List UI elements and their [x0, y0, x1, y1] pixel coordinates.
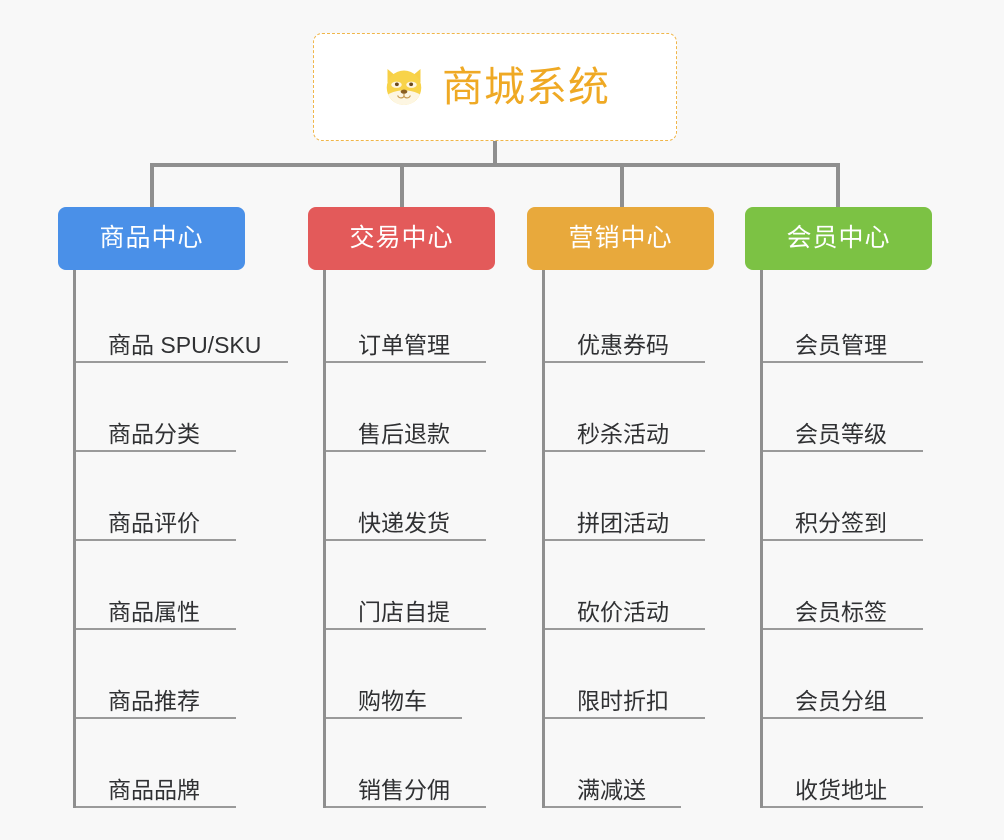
- leaf-item[interactable]: 快递发货: [326, 452, 548, 541]
- branch-column-3: 营销中心 优惠券码 秒杀活动 拼团活动 砍价活动 限时折扣: [527, 207, 767, 808]
- leaf-item[interactable]: 商品品牌: [76, 719, 298, 808]
- leaf-underline: [763, 717, 923, 719]
- branch-column-2: 交易中心 订单管理 售后退款 快递发货 门店自提 购物车: [308, 207, 548, 808]
- connector-drop-3: [620, 163, 624, 207]
- connector-root-stem: [493, 141, 497, 166]
- root-title: 商城系统: [442, 63, 610, 110]
- leaf-underline: [326, 539, 486, 541]
- leaf-label: 商品分类: [108, 421, 200, 447]
- leaf-list-1: 商品 SPU/SKU 商品分类 商品评价 商品属性 商品推荐 商品品牌: [73, 270, 298, 808]
- leaf-underline: [545, 628, 705, 630]
- connector-horizontal-bus: [150, 163, 840, 167]
- leaf-underline: [76, 539, 236, 541]
- leaf-underline: [763, 450, 923, 452]
- leaf-item[interactable]: 收货地址: [763, 719, 985, 808]
- category-box-4[interactable]: 会员中心: [745, 207, 932, 270]
- leaf-item[interactable]: 会员管理: [763, 274, 985, 363]
- leaf-underline: [763, 539, 923, 541]
- leaf-underline: [326, 717, 462, 719]
- leaf-list-3: 优惠券码 秒杀活动 拼团活动 砍价活动 限时折扣 满减送: [542, 270, 767, 808]
- leaf-underline: [76, 361, 288, 363]
- leaf-label: 销售分佣: [358, 777, 450, 803]
- leaf-item[interactable]: 满减送: [545, 719, 767, 808]
- leaf-item[interactable]: 订单管理: [326, 274, 548, 363]
- category-label-2: 交易中心: [349, 224, 454, 252]
- leaf-item[interactable]: 商品属性: [76, 541, 298, 630]
- leaf-label: 拼团活动: [577, 510, 669, 536]
- leaf-label: 优惠券码: [577, 332, 669, 358]
- leaf-underline: [76, 628, 236, 630]
- root-node-mall-system[interactable]: 商城系统: [313, 33, 677, 141]
- leaf-item[interactable]: 商品分类: [76, 363, 298, 452]
- leaf-item[interactable]: 会员标签: [763, 541, 985, 630]
- leaf-underline: [326, 361, 486, 363]
- category-label-1: 商品中心: [99, 224, 204, 252]
- leaf-label: 商品评价: [108, 510, 200, 536]
- leaf-item[interactable]: 拼团活动: [545, 452, 767, 541]
- leaf-list-4: 会员管理 会员等级 积分签到 会员标签 会员分组 收货地址: [760, 270, 985, 808]
- leaf-underline: [326, 628, 486, 630]
- leaf-underline: [76, 450, 236, 452]
- leaf-item[interactable]: 商品 SPU/SKU: [76, 274, 298, 363]
- leaf-label: 会员分组: [795, 688, 887, 714]
- leaf-item[interactable]: 售后退款: [326, 363, 548, 452]
- leaf-item[interactable]: 积分签到: [763, 452, 985, 541]
- leaf-label: 积分签到: [795, 510, 887, 536]
- leaf-item[interactable]: 门店自提: [326, 541, 548, 630]
- category-label-4: 会员中心: [786, 224, 891, 252]
- branch-column-1: 商品中心 商品 SPU/SKU 商品分类 商品评价 商品属性 商品推荐: [58, 207, 298, 808]
- category-label-3: 营销中心: [568, 224, 673, 252]
- leaf-label: 购物车: [358, 688, 427, 714]
- leaf-label: 会员管理: [795, 332, 887, 358]
- leaf-label: 商品 SPU/SKU: [108, 332, 262, 358]
- leaf-label: 收货地址: [795, 777, 887, 803]
- leaf-item[interactable]: 限时折扣: [545, 630, 767, 719]
- leaf-item[interactable]: 优惠券码: [545, 274, 767, 363]
- leaf-underline: [763, 361, 923, 363]
- leaf-item[interactable]: 商品推荐: [76, 630, 298, 719]
- leaf-underline: [545, 450, 705, 452]
- leaf-underline: [326, 806, 486, 808]
- leaf-underline: [763, 628, 923, 630]
- leaf-label: 会员等级: [795, 421, 887, 447]
- leaf-underline: [326, 450, 486, 452]
- leaf-item[interactable]: 商品评价: [76, 452, 298, 541]
- branch-column-4: 会员中心 会员管理 会员等级 积分签到 会员标签 会员分组: [745, 207, 985, 808]
- leaf-label: 订单管理: [358, 332, 450, 358]
- leaf-label: 商品推荐: [108, 688, 200, 714]
- leaf-label: 快递发货: [358, 510, 450, 536]
- leaf-underline: [545, 717, 705, 719]
- connector-drop-2: [400, 163, 404, 207]
- leaf-item[interactable]: 砍价活动: [545, 541, 767, 630]
- category-box-3[interactable]: 营销中心: [527, 207, 714, 270]
- leaf-underline: [545, 361, 705, 363]
- leaf-label: 限时折扣: [577, 688, 669, 714]
- leaf-list-2: 订单管理 售后退款 快递发货 门店自提 购物车 销售分佣: [323, 270, 548, 808]
- leaf-underline: [545, 806, 681, 808]
- leaf-label: 门店自提: [358, 599, 450, 625]
- connector-drop-4: [836, 163, 840, 207]
- leaf-label: 商品属性: [108, 599, 200, 625]
- connector-drop-1: [150, 163, 154, 207]
- shiba-dog-face-icon: [386, 69, 422, 105]
- leaf-label: 秒杀活动: [577, 421, 669, 447]
- leaf-item[interactable]: 秒杀活动: [545, 363, 767, 452]
- leaf-underline: [545, 539, 705, 541]
- leaf-item[interactable]: 会员等级: [763, 363, 985, 452]
- leaf-item[interactable]: 购物车: [326, 630, 548, 719]
- leaf-item[interactable]: 会员分组: [763, 630, 985, 719]
- leaf-underline: [76, 806, 236, 808]
- leaf-item[interactable]: 销售分佣: [326, 719, 548, 808]
- leaf-underline: [76, 717, 236, 719]
- leaf-label: 砍价活动: [577, 599, 669, 625]
- category-box-2[interactable]: 交易中心: [308, 207, 495, 270]
- leaf-label: 商品品牌: [108, 777, 200, 803]
- leaf-label: 售后退款: [358, 421, 450, 447]
- leaf-underline: [763, 806, 923, 808]
- leaf-label: 满减送: [577, 777, 646, 803]
- leaf-label: 会员标签: [795, 599, 887, 625]
- category-box-1[interactable]: 商品中心: [58, 207, 245, 270]
